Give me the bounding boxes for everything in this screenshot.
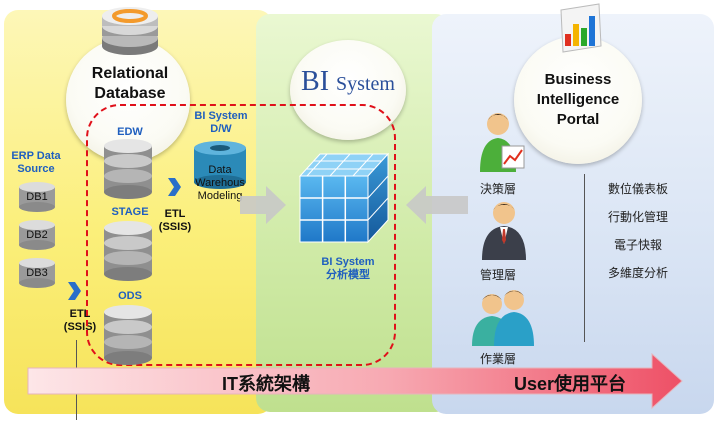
- arrow-to-bi-icon: [240, 186, 286, 224]
- stage-database-icon: [104, 221, 152, 281]
- bottom-left-label: IT系統架構: [222, 374, 310, 394]
- db3-cylinder: DB3: [18, 258, 56, 288]
- portal-title: Business Intelligence Portal: [536, 71, 620, 128]
- divider-line-right: [584, 174, 585, 342]
- role-staff-label: 作業層: [480, 352, 517, 366]
- erp-etl-label: ETL (SSIS): [63, 308, 97, 333]
- erp-etl-chevron-icon: [68, 282, 81, 300]
- executive-person-icon: [480, 113, 525, 172]
- dw-modeling-label: Data Warehous Modeling: [195, 164, 245, 202]
- rdb-title: Relational Database: [91, 65, 169, 102]
- portal-circle: [514, 36, 642, 164]
- ods-label: ODS: [118, 290, 142, 302]
- portal-chart-icon: [560, 3, 602, 53]
- bi-cube-icon: [298, 152, 390, 244]
- bi-model-label: BI System 分析模型: [321, 256, 375, 281]
- role-executive-label: 決策層: [480, 182, 517, 196]
- db1-cylinder: DB1: [18, 182, 56, 212]
- database-stack-icon: [102, 7, 158, 55]
- staff-people-icon: [472, 290, 534, 346]
- bottom-arrow-banner: [27, 352, 683, 410]
- db3-label: DB3: [26, 267, 48, 279]
- edw-label: EDW: [117, 126, 143, 138]
- manager-person-icon: [482, 202, 526, 260]
- erp-label: ERP Data Source: [11, 150, 61, 175]
- bi-scope-dashed-border: [86, 104, 396, 366]
- db1-label: DB1: [26, 191, 48, 203]
- feature-dashboard: 數位儀表板: [608, 182, 669, 196]
- feature-multidimensional-analysis: 多維度分析: [608, 266, 669, 280]
- db2-label: DB2: [26, 229, 48, 241]
- bi-system-logo: BI System: [294, 66, 402, 98]
- role-manager-label: 管理層: [480, 268, 517, 282]
- arrow-from-portal-icon: [406, 186, 468, 224]
- rdb-etl-label: ETL (SSIS): [158, 208, 192, 233]
- feature-mobile-management: 行動化管理: [608, 210, 669, 224]
- edw-database-icon: [104, 139, 152, 199]
- bi-dw-label: BI System D/W: [194, 110, 248, 135]
- bi-logo-bi: BI: [301, 66, 330, 97]
- rdb-etl-chevron-icon: [168, 178, 181, 196]
- stage-label: STAGE: [111, 206, 149, 218]
- feature-e-report: 電子快報: [614, 238, 663, 252]
- db2-cylinder: DB2: [18, 220, 56, 250]
- bottom-right-label: User使用平台: [514, 374, 627, 394]
- bi-logo-system: System: [336, 73, 395, 95]
- dw-cylinder-icon: [194, 141, 246, 189]
- ods-database-icon: [104, 305, 152, 365]
